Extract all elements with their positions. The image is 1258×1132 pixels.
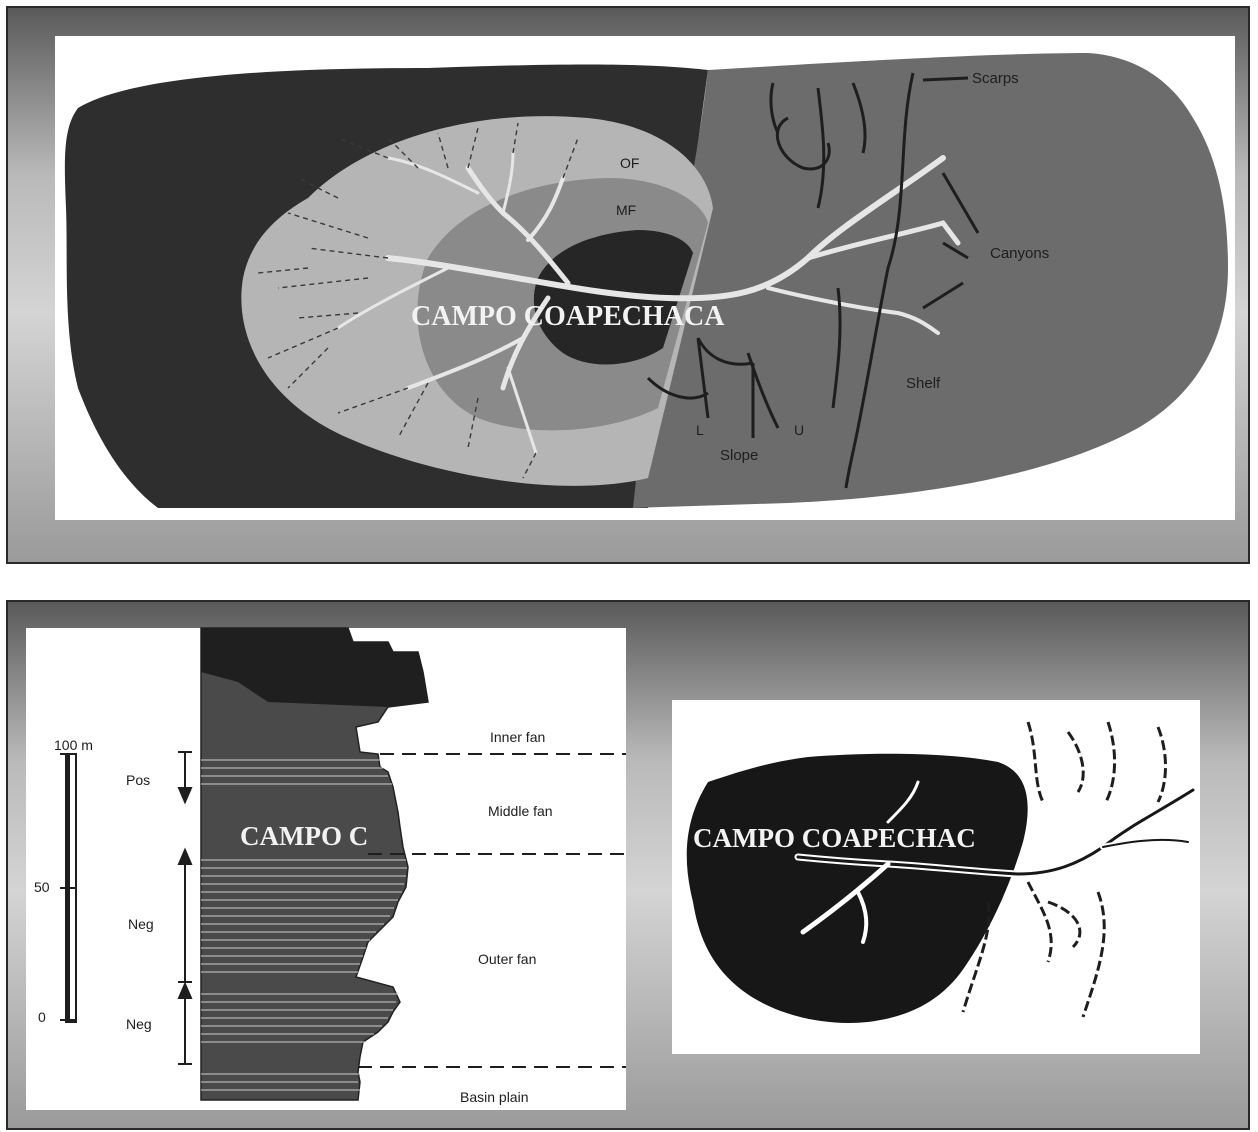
label-neg-lower: Neg: [126, 1016, 152, 1032]
watermark-top: CAMPO COAPECHACA: [411, 301, 725, 332]
label-of: OF: [620, 155, 639, 171]
label-slope: Slope: [720, 447, 758, 464]
scale-label-50: 50: [34, 879, 50, 895]
column-and-map-panel: 100 m 50 0 Pos Neg Neg Inner fan Middle …: [6, 600, 1250, 1130]
fan-model-panel: OF MF Scarps Canyons Shelf Slope L U CAM…: [6, 6, 1250, 564]
label-pos: Pos: [126, 772, 150, 788]
label-l: L: [696, 422, 704, 438]
label-inner-fan: Inner fan: [490, 729, 545, 745]
shelf-slope-area: [633, 53, 1228, 508]
scale-label-100m: 100 m: [54, 737, 93, 753]
label-outer-fan: Outer fan: [478, 951, 536, 967]
column-and-map-diagram: 100 m 50 0 Pos Neg Neg Inner fan Middle …: [8, 602, 1252, 1132]
label-shelf: Shelf: [906, 375, 941, 392]
label-scarps: Scarps: [972, 70, 1019, 87]
trend-arrows: [178, 752, 192, 1064]
label-middle-fan: Middle fan: [488, 803, 553, 819]
label-basin-plain: Basin plain: [460, 1089, 529, 1105]
label-u: U: [794, 422, 804, 438]
label-canyons: Canyons: [990, 245, 1049, 262]
scale-label-0: 0: [38, 1009, 46, 1025]
watermark-map: CAMPO COAPECHAC: [693, 823, 976, 853]
label-neg-upper: Neg: [128, 916, 154, 932]
watermark-column: CAMPO C: [240, 821, 368, 851]
label-mf: MF: [616, 202, 636, 218]
fan-model-diagram: OF MF Scarps Canyons Shelf Slope L U CAM…: [8, 8, 1252, 566]
fan-boundaries: [358, 754, 626, 1067]
scale-bar: [60, 754, 76, 1022]
